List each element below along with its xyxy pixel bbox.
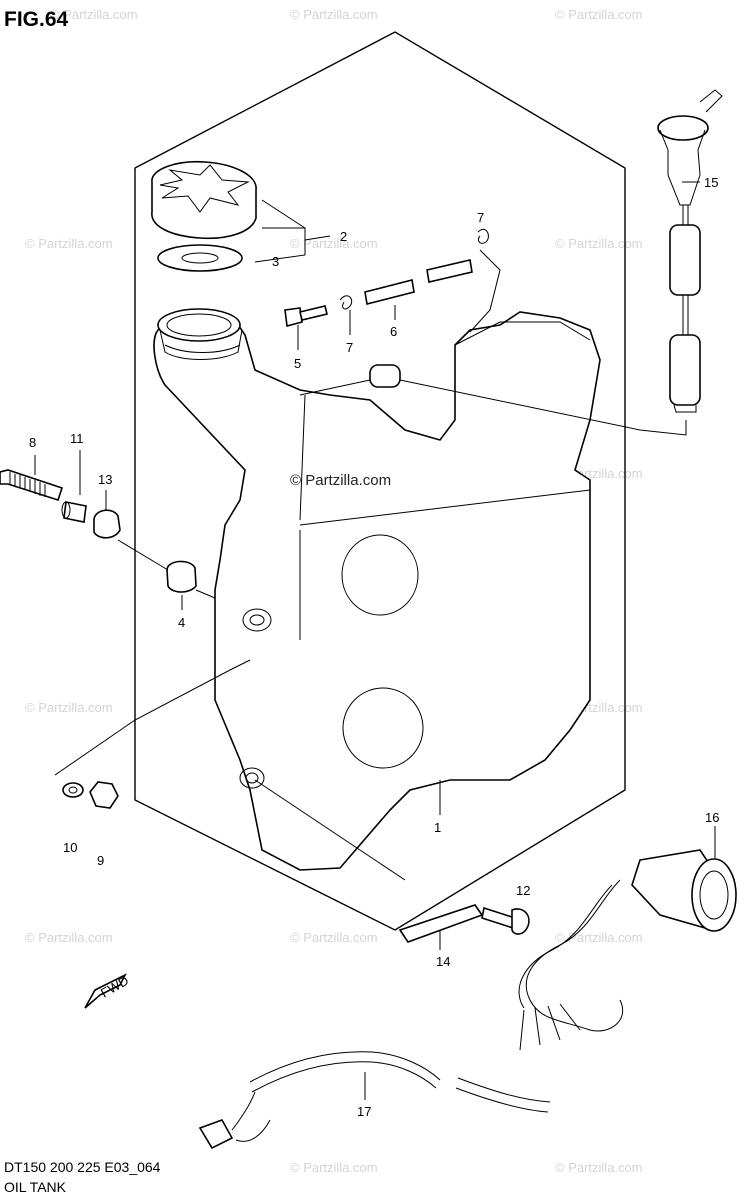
callout-label: 10 bbox=[63, 840, 77, 855]
callout-label: 5 bbox=[294, 356, 301, 371]
forward-direction-arrow: FWD bbox=[84, 973, 131, 1009]
mounting-bolt bbox=[0, 469, 64, 502]
callout-label: 3 bbox=[272, 254, 279, 269]
filler-cap bbox=[151, 160, 257, 240]
callout-label: 13 bbox=[98, 472, 112, 487]
washer bbox=[62, 782, 84, 798]
harness-leads bbox=[519, 1003, 581, 1051]
callout-label: 12 bbox=[516, 883, 530, 898]
oil-level-meter bbox=[631, 849, 737, 932]
watermark: © Partzilla.com bbox=[290, 7, 378, 22]
watermark: © Partzilla.com bbox=[25, 236, 113, 251]
callout-label: 14 bbox=[436, 954, 450, 969]
watermark: © Partzilla.com bbox=[555, 1160, 643, 1175]
callout-label: 2 bbox=[340, 229, 347, 244]
callout-label: 1 bbox=[434, 820, 441, 835]
collar-spacer bbox=[61, 501, 87, 523]
callout-label: 8 bbox=[29, 435, 36, 450]
watermark-center: © Partzilla.com bbox=[290, 472, 391, 489]
level-gauge-dipstick bbox=[657, 89, 723, 413]
mounting-plate bbox=[398, 904, 484, 943]
callout-label: 16 bbox=[705, 810, 719, 825]
callout-label: 6 bbox=[390, 324, 397, 339]
callout-label: 17 bbox=[357, 1104, 371, 1119]
hose-clip bbox=[339, 295, 353, 310]
breather-hose bbox=[364, 259, 473, 305]
watermark: © Partzilla.com bbox=[555, 236, 643, 251]
callout-labels: 1 2 3 4 5 6 7 7 8 9 10 11 12 13 14 15 16… bbox=[29, 175, 719, 1119]
hose-fitting bbox=[284, 305, 328, 328]
watermark: © Partzilla.com bbox=[555, 7, 643, 22]
assembly-frame bbox=[134, 31, 626, 931]
leader-line bbox=[117, 539, 216, 599]
hex-nut bbox=[89, 781, 119, 809]
watermark: © Partzilla.com bbox=[25, 700, 113, 715]
watermark: © Partzilla.com bbox=[290, 1160, 378, 1175]
rubber-grommet bbox=[93, 509, 121, 539]
cap-gasket bbox=[157, 244, 243, 272]
gauge-wire-harness bbox=[525, 879, 624, 1032]
watermark: © Partzilla.com bbox=[25, 930, 113, 945]
model-code: DT150 200 225 E03_064 bbox=[4, 1159, 161, 1175]
leader-lines bbox=[34, 181, 716, 1100]
watermark: © Partzilla.com bbox=[555, 930, 643, 945]
extension-harness bbox=[198, 1051, 551, 1150]
callout-label: 9 bbox=[97, 853, 104, 868]
mount-grommet bbox=[166, 560, 197, 593]
callout-label: 11 bbox=[70, 431, 84, 446]
forward-arrow-text: FWD bbox=[98, 973, 131, 1001]
callout-label: 15 bbox=[704, 175, 718, 190]
callout-label: 7 bbox=[477, 210, 484, 225]
callout-label: 4 bbox=[178, 615, 185, 630]
watermark: © Partzilla.com bbox=[50, 7, 138, 22]
watermark: © Partzilla.com bbox=[290, 930, 378, 945]
gauge-wire-harness bbox=[518, 884, 613, 1009]
plate-bolt bbox=[481, 906, 530, 935]
watermark: © Partzilla.com bbox=[290, 236, 378, 251]
oil-tank-body bbox=[153, 308, 601, 871]
hose-clip bbox=[477, 228, 489, 244]
figure-label: FIG.64 bbox=[4, 8, 69, 31]
callout-label: 7 bbox=[346, 340, 353, 355]
section-title: OIL TANK bbox=[4, 1179, 67, 1195]
